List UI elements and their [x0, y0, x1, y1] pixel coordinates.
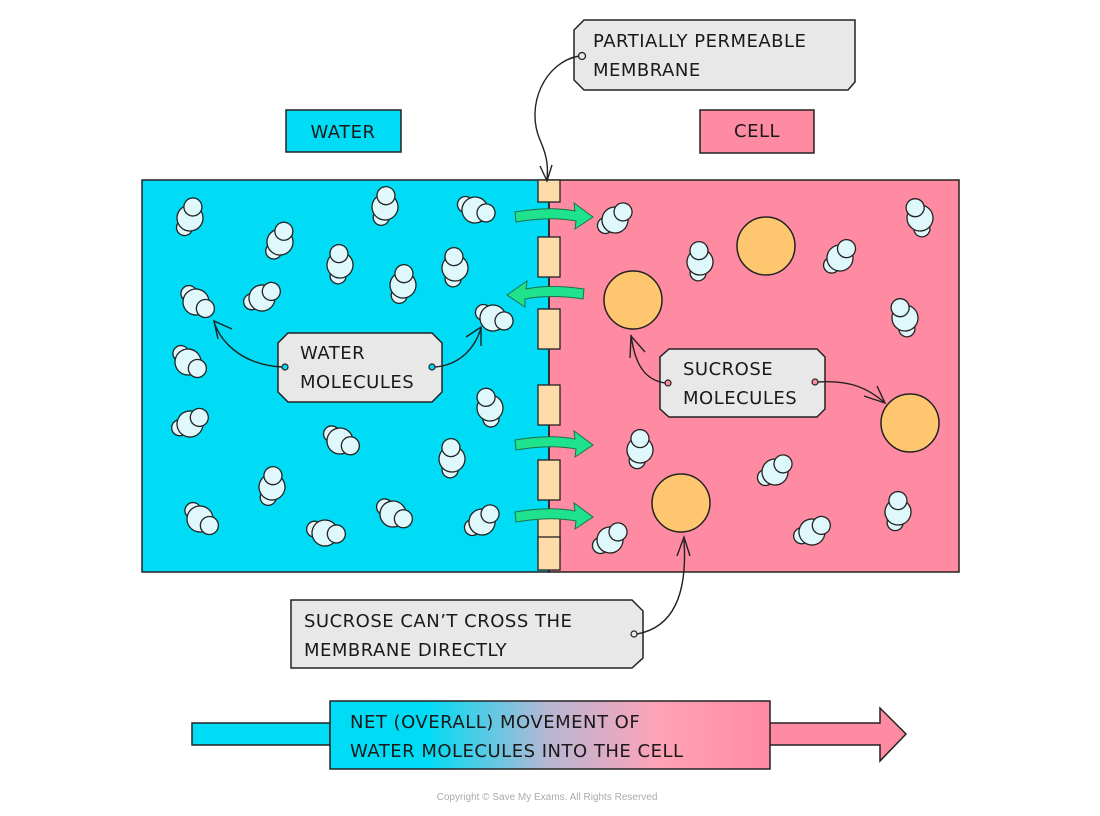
callout-pin-icon: [664, 379, 672, 387]
water-molecule-icon: [243, 281, 281, 312]
water-molecule-icon: [474, 303, 514, 332]
callout-pin-icon: [281, 363, 289, 371]
membrane-pores: [537, 179, 561, 571]
water-molecule-icon: [686, 240, 714, 282]
water-movement-arrow-icon: [514, 429, 594, 459]
water-molecule-icon: [371, 185, 399, 226]
water-molecule-icon: [756, 454, 793, 487]
cell-title-label: CELL: [699, 109, 815, 154]
callout-pin-icon: [811, 378, 819, 386]
water-molecule-icon: [389, 263, 417, 304]
membrane-callout-line1: PARTIALLY PERMEABLE: [593, 31, 806, 52]
water-molecule-icon: [456, 195, 496, 224]
membrane-pore: [537, 236, 561, 278]
water-molecule-icon: [258, 465, 286, 506]
water-molecule-icon: [476, 387, 504, 428]
sucrose-cant-cross-line2: MEMBRANE DIRECTLY: [304, 640, 508, 661]
net-movement-arrow: NET (OVERALL) MOVEMENT OF WATER MOLECULE…: [191, 700, 908, 770]
net-movement-line2: WATER MOLECULES INTO THE CELL: [350, 741, 684, 762]
arrowhead-icon: [539, 164, 553, 183]
water-molecule-icon: [375, 498, 414, 529]
membrane-callout: PARTIALLY PERMEABLE MEMBRANE: [534, 19, 856, 183]
water-molecule-icon: [441, 246, 469, 288]
water-molecule-icon: [626, 428, 654, 470]
copyright-text: Copyright © Save My Exams. All Rights Re…: [437, 792, 658, 803]
water-molecule-icon: [265, 221, 294, 260]
water-molecule-icon: [180, 284, 216, 319]
water-molecule-icon: [793, 515, 831, 546]
membrane-pore: [537, 308, 561, 350]
water-molecules-callout: WATER MOLECULES: [213, 319, 482, 403]
water-movement-arrow-icon: [514, 201, 594, 231]
sucrose-molecule-icon: [880, 393, 940, 453]
callout-pointer: [534, 55, 580, 181]
sucrose-molecule-icon: [736, 216, 796, 276]
water-molecule-icon: [890, 298, 919, 338]
water-molecule-icon: [175, 197, 204, 237]
membrane-callout-line2: MEMBRANE: [593, 60, 701, 81]
water-molecule-icon: [306, 519, 347, 547]
net-movement-line1: NET (OVERALL) MOVEMENT OF: [350, 712, 640, 733]
membrane-pore: [537, 384, 561, 426]
water-molecule-icon: [171, 407, 209, 438]
arrowhead-icon: [863, 385, 887, 405]
sucrose-molecules-group: [603, 216, 940, 533]
water-movement-arrow-icon: [506, 279, 585, 308]
water-movement-arrow-icon: [514, 501, 594, 531]
water-molecule-icon: [591, 522, 628, 555]
arrowhead-icon: [676, 534, 691, 557]
water-molecule-icon: [326, 243, 354, 285]
callout-pin-icon: [428, 363, 436, 371]
water-molecule-icon: [438, 437, 466, 479]
water-title-label: WATER: [285, 109, 402, 153]
water-molecule-icon: [822, 238, 857, 274]
sucrose-molecule-icon: [651, 473, 711, 533]
arrowhead-icon: [213, 319, 233, 340]
sucrose-callout-line1: SUCROSE: [683, 359, 773, 380]
membrane-pore: [537, 179, 561, 203]
water-molecule-icon: [884, 490, 912, 532]
water-title-text: WATER: [310, 122, 375, 143]
arrowhead-icon: [629, 334, 646, 359]
sucrose-cant-cross-callout: SUCROSE CAN’T CROSS THE MEMBRANE DIRECTL…: [290, 534, 691, 669]
membrane-pore: [537, 536, 561, 571]
water-molecule-icon: [172, 344, 208, 379]
callout-pin-icon: [577, 51, 587, 61]
water-callout-line1: WATER: [300, 343, 365, 364]
water-molecule-icon: [463, 504, 500, 537]
water-molecule-icon: [184, 501, 220, 536]
water-molecule-icon: [905, 198, 934, 238]
callout-pin-icon: [630, 630, 638, 638]
water-molecules-group: [171, 185, 934, 555]
sucrose-cant-cross-line1: SUCROSE CAN’T CROSS THE: [304, 611, 572, 632]
arrowhead-icon: [465, 325, 482, 346]
water-molecule-icon: [322, 425, 361, 456]
membrane-pore: [537, 459, 561, 501]
membrane-arrows: [506, 201, 594, 531]
sucrose-molecule-icon: [603, 270, 663, 330]
sucrose-callout-line2: MOLECULES: [683, 388, 797, 409]
water-molecule-icon: [596, 202, 633, 235]
sucrose-molecules-callout: SUCROSE MOLECULES: [629, 334, 887, 418]
water-callout-line2: MOLECULES: [300, 372, 414, 393]
cell-title-text: CELL: [734, 121, 780, 142]
